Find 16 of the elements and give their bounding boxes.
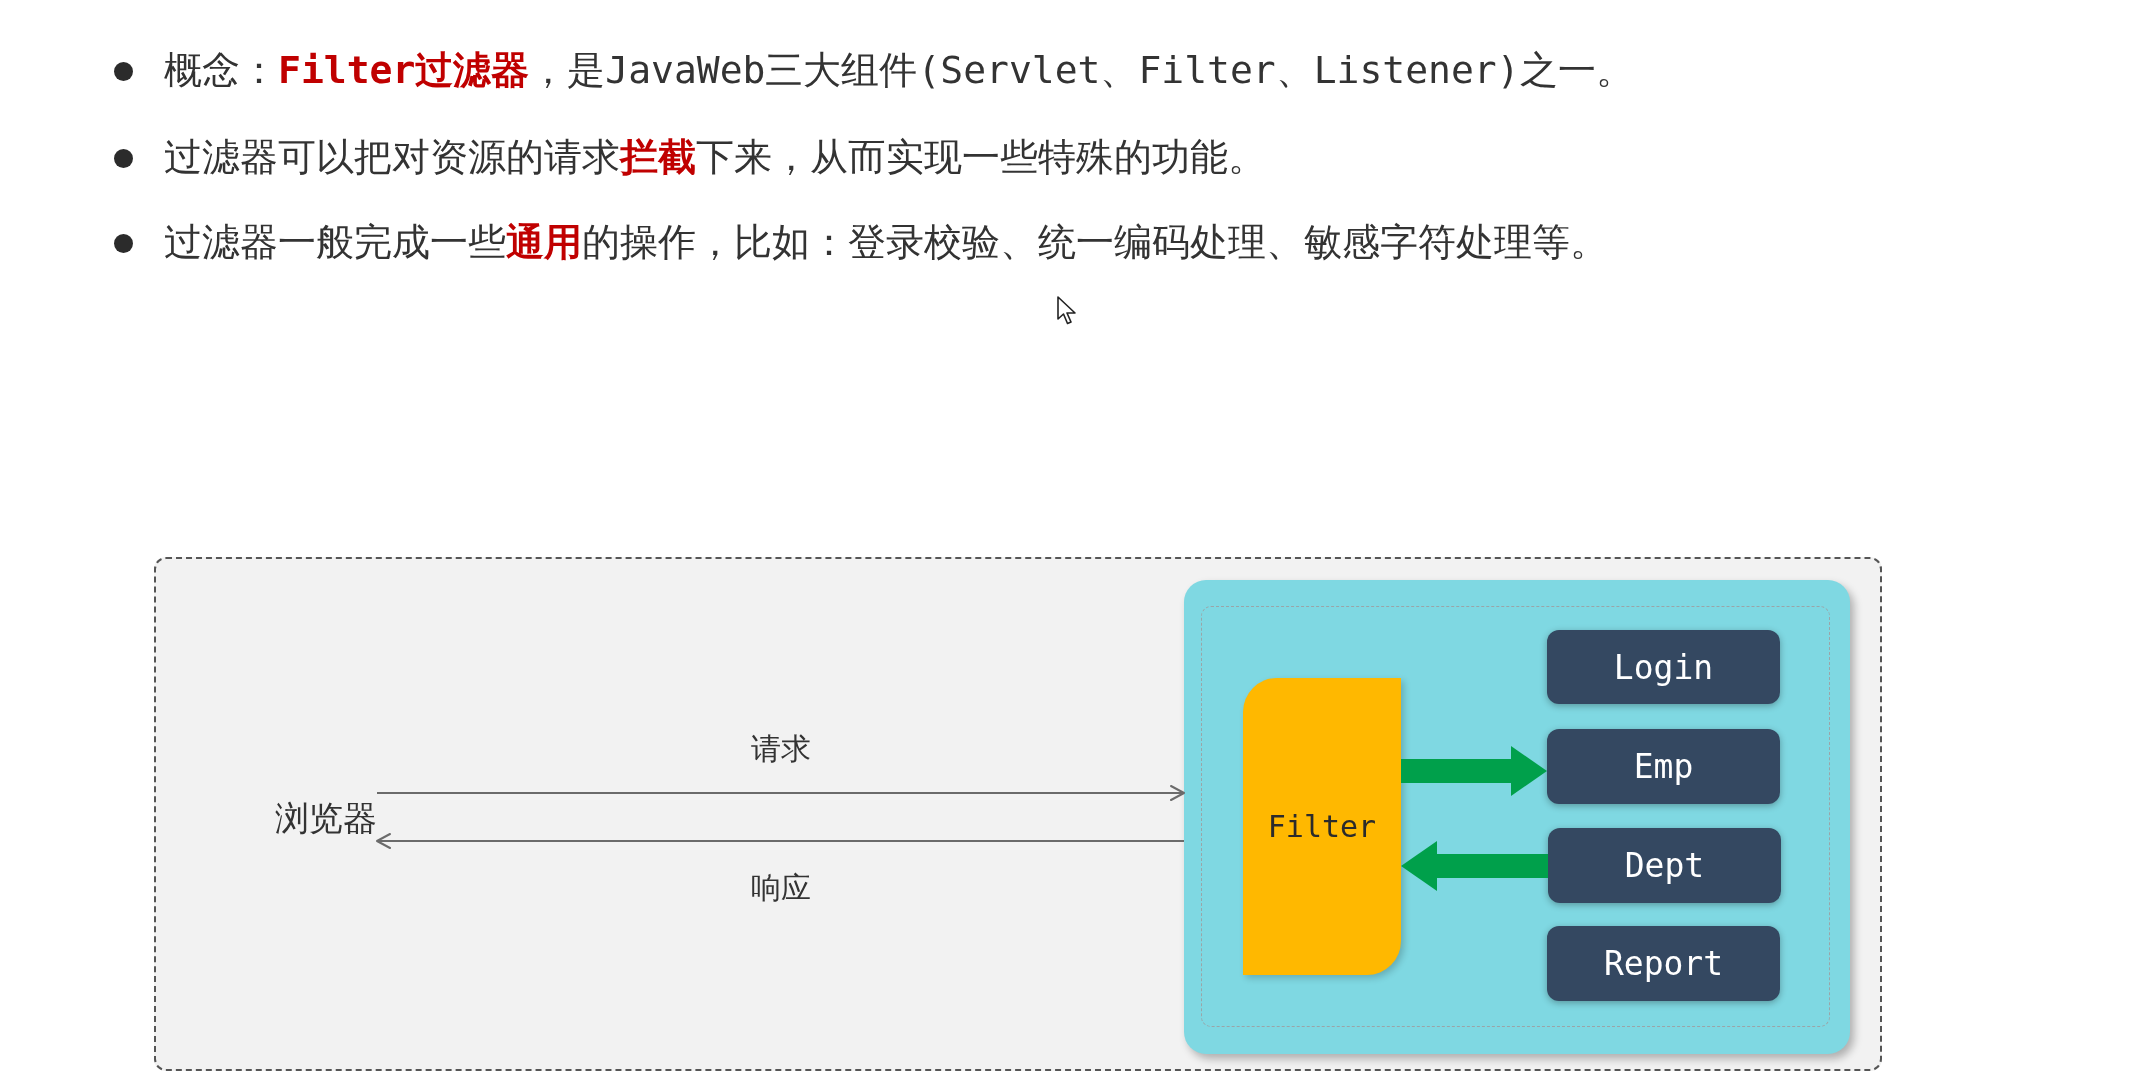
bullet-text: 过滤器一般完成一些通用的操作，比如：登录校验、统一编码处理、敏感字符处理等。	[164, 219, 1608, 267]
resource-box: Dept	[1548, 828, 1781, 903]
dashed-group-box	[1201, 606, 1830, 1027]
bullet-text: 概念：Filter过滤器，是JavaWeb三大组件(Servlet、Filter、Listener)之一。	[164, 47, 1634, 95]
arrow	[376, 785, 1185, 801]
dashed-frame	[154, 557, 1882, 1071]
server-panel	[1184, 580, 1850, 1054]
block-arrow	[1401, 841, 1548, 891]
filter-block: Filter	[1243, 678, 1401, 975]
arrow	[376, 833, 1185, 849]
resource-box: Emp	[1547, 729, 1780, 804]
resource-box: Report	[1547, 926, 1780, 1001]
browser-label: 浏览器	[275, 791, 377, 847]
block-arrow	[1401, 746, 1547, 796]
resource-box: Login	[1547, 630, 1780, 704]
bullet-text: 过滤器可以把对资源的请求拦截下来，从而实现一些特殊的功能。	[164, 134, 1266, 182]
